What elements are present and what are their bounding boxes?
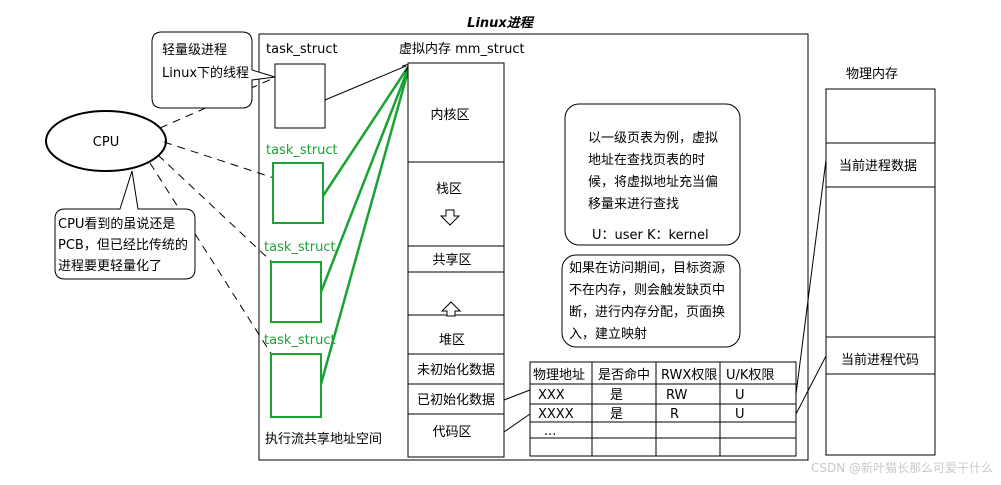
vm-dividers [408, 161, 504, 415]
page-table-header-rwx: RWX权限 [661, 367, 717, 383]
vm-region-stack: 栈区 [436, 182, 462, 197]
callout-cpu-pcb-line-2: PCB，但已经比传统的 [58, 237, 188, 253]
task-struct-thread-1-label: task_struct [266, 143, 338, 158]
page-table-header-uk: U/K权限 [726, 367, 774, 383]
page-table-cell: U [735, 407, 745, 422]
vm-code-to-table-link [503, 413, 531, 433]
table-to-phys-code-link [795, 355, 827, 415]
task-struct-main: task_struct [266, 42, 338, 129]
note-pagetable-line-4: 移量来进行查找 [588, 197, 679, 212]
note-pagetable-box [564, 103, 741, 246]
page-table-cell: U [735, 388, 745, 403]
vm-region-data: 已初始化数据 [417, 393, 495, 408]
page-table-cell: 是 [610, 407, 623, 422]
note-pagetable-line-1: 以一级页表为例，虚拟 [588, 131, 718, 146]
task-struct-thread-1: task_struct [266, 143, 338, 224]
note-pagefault-line-4: 入，建立映射 [569, 326, 647, 342]
page-table-cell: ... [544, 424, 556, 439]
page-table-cell: XXXX [538, 407, 574, 422]
page-table-header-phys: 物理地址 [533, 368, 585, 383]
callout-cpu-pcb-line-3: 进程要更轻量化了 [58, 259, 162, 274]
note-pagefault-line-3: 断，进行内存分配，页面换 [569, 304, 725, 320]
vm-box [407, 62, 505, 458]
cpu-label: CPU [93, 135, 119, 150]
physical-memory-block-code: 当前进程代码 [841, 352, 919, 368]
note-pagefault-box [561, 254, 741, 348]
task-struct-thread-2: task_struct [264, 240, 336, 323]
physical-memory-box [825, 88, 936, 456]
callout-cpu-pcb: CPU看到的虽说还是 PCB，但已经比传统的 进程要更轻量化了 [54, 170, 196, 280]
vm-region-kernel: 内核区 [430, 107, 469, 123]
table-to-phys-data-link [795, 159, 827, 395]
task-struct-thread-3-label: task_struct [264, 333, 336, 348]
task-struct-main-label: task_struct [266, 42, 338, 57]
physical-memory-title: 物理内存 [846, 66, 898, 82]
page-table-cell: 是 [610, 388, 623, 403]
page-table-cell: RW [666, 388, 688, 403]
page-table: 物理地址 是否命中 RWX权限 U/K权限 XXX 是 RW U XXXX 是 … [529, 361, 797, 457]
thread-to-mm-links [319, 63, 412, 385]
vm-title: 虚拟内存 mm_struct [399, 41, 525, 57]
vm-region-shared: 共享区 [432, 252, 471, 268]
callout-cpu-pcb-line-1: CPU看到的虽说还是 [58, 216, 175, 232]
stack-grow-arrow [439, 209, 461, 226]
callout-light-process: 轻量级进程 Linux下的线程 [151, 31, 276, 109]
page-table-header-hit: 是否命中 [598, 367, 650, 383]
page-table-cell: R [670, 407, 679, 422]
vm-data-to-table-link [503, 389, 531, 401]
shared-space-label: 执行流共享地址空间 [265, 431, 382, 447]
physical-memory-dividers [826, 142, 935, 375]
page-table-cell: XXX [538, 388, 565, 403]
task-struct-thread-2-label: task_struct [264, 240, 336, 255]
vm-region-code: 代码区 [432, 425, 471, 440]
note-pagetable-line-2: 地址在查找页表的时 [588, 152, 705, 168]
note-pagefault-line-1: 如果在访问期间，目标资源 [569, 260, 725, 276]
diagram-title: Linux进程 [467, 15, 535, 31]
process-frame [258, 33, 809, 461]
vm-region-heap: 堆区 [439, 333, 465, 348]
task-to-mm-link [324, 65, 407, 101]
callout-light-process-line-1: 轻量级进程 [162, 43, 227, 58]
cpu-node [45, 110, 167, 172]
heap-grow-arrow [440, 301, 462, 317]
vm-region-bss: 未初始化数据 [417, 363, 495, 378]
task-struct-thread-3: task_struct [264, 333, 336, 418]
note-pagetable-line-3: 候，将虚拟地址充当偏 [588, 174, 718, 190]
physical-memory-block-data: 当前进程数据 [839, 158, 917, 174]
note-pagefault-line-2: 不在内存，则会触发缺页中 [569, 282, 725, 298]
watermark: CSDN @新叶猫长那么可爱干什么 [811, 460, 993, 475]
note-pagetable-line-5: U：user K：kernel [592, 228, 709, 243]
callout-light-process-line-2: Linux下的线程 [162, 65, 249, 81]
